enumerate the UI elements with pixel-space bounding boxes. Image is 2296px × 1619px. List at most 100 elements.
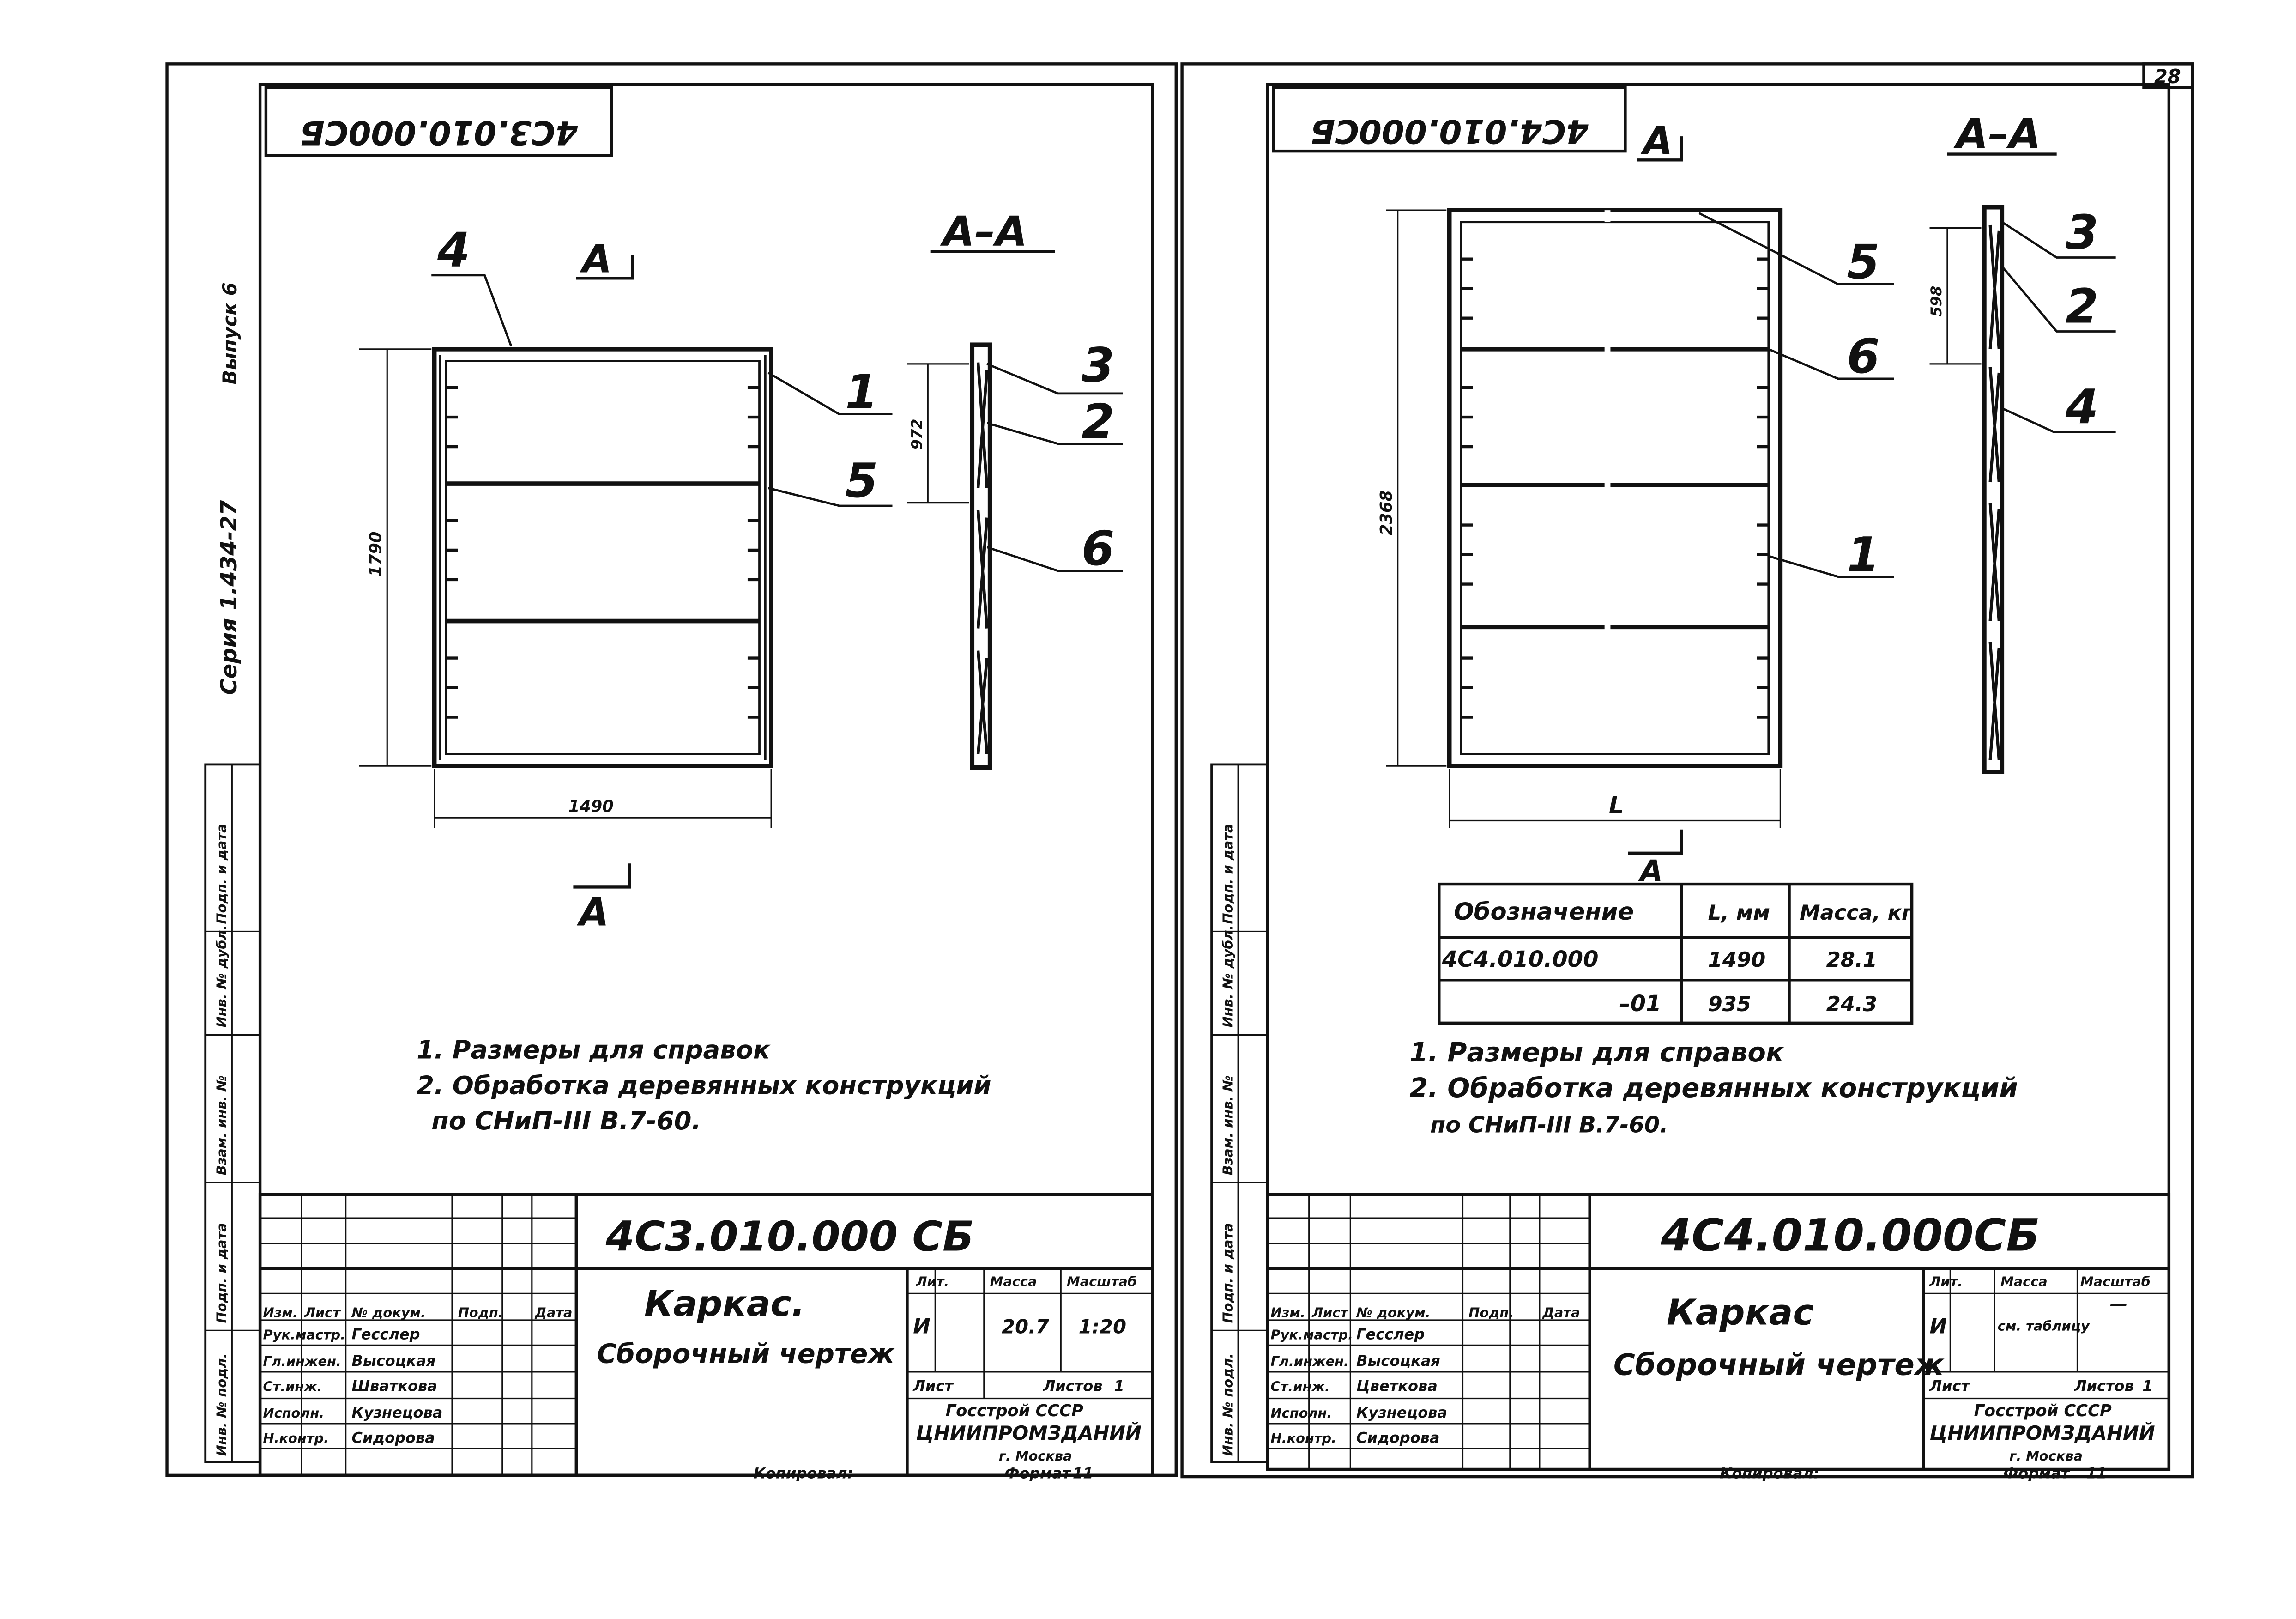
right-outer-frame <box>1180 62 2194 1479</box>
left-mass-value: 20.7 <box>1002 1316 1049 1338</box>
right-sheet: 28 4С4.010.000СБ Инв. № подл. Подп. и да… <box>1180 62 2194 1482</box>
left-role-4: Исполн. <box>263 1405 325 1421</box>
left-callout-1: 1 <box>845 365 878 420</box>
table-header-designation: Обозначение <box>1454 898 1634 926</box>
left-hdr-list: Лист <box>304 1305 341 1321</box>
right-org-1: Госстрой СССР <box>1974 1401 2112 1420</box>
left-title-name: Каркас. <box>644 1283 805 1324</box>
left-name-5: Сидорова <box>351 1429 435 1446</box>
left-stamp-label-1: Инв. № подл. <box>214 1353 230 1456</box>
right-sheet-label: Лист <box>1929 1377 1971 1395</box>
left-note-3: по СНиП-III В.7-60. <box>431 1106 701 1135</box>
left-org-3: г. Москва <box>999 1448 1072 1464</box>
right-scale-label: Масштаб <box>2080 1273 2151 1289</box>
right-sheets-value: 1 <box>2142 1377 2152 1395</box>
left-callout-6: 6 <box>1082 521 1114 576</box>
left-section-view: 972 <box>907 342 992 770</box>
left-stamp-label-5: Подп. и дата <box>214 824 230 924</box>
left-callout-5: 5 <box>845 454 878 509</box>
left-dim-section: 972 <box>908 419 925 450</box>
left-section-mark-bottom: А <box>576 890 609 935</box>
left-mass-label: Масса <box>990 1273 1037 1289</box>
left-stamp-label-3: Взам. инв. № <box>214 1075 230 1175</box>
right-stamp-label-5: Подп. и дата <box>1220 824 1235 924</box>
right-inner-frame <box>1266 83 2171 1471</box>
left-role-1: Рук.мастр. <box>263 1327 346 1343</box>
right-role-5: Н.контр. <box>1271 1430 1336 1446</box>
left-hdr-izm: Изм. <box>263 1305 298 1321</box>
right-dim-width: L <box>1609 791 1624 819</box>
left-role-5: Н.контр. <box>263 1430 329 1446</box>
left-lit-label: Лит. <box>916 1273 949 1289</box>
left-scale-value: 1:20 <box>1079 1316 1126 1338</box>
table-header-mass: Масса, кг <box>1800 900 1913 925</box>
right-hdr-list: Лист <box>1311 1305 1349 1321</box>
left-org-2: ЦНИИПРОМЗДАНИЙ <box>916 1422 1142 1444</box>
table-row-2-designation: –01 <box>1619 991 1662 1017</box>
left-sheet: 4С3.010.000СБ Серия 1.434-27 Выпуск 6 Ин… <box>165 62 1178 1482</box>
right-side-stamp: Инв. № подл. Подп. и дата Взам. инв. № И… <box>1210 763 1269 1463</box>
left-callout-4: 4 <box>437 223 470 278</box>
left-series-text: Серия 1.434-27 <box>216 500 242 695</box>
left-hdr-date: Дата <box>534 1305 572 1321</box>
right-org-3: г. Москва <box>2009 1448 2083 1464</box>
right-role-4: Исполн. <box>1271 1405 1332 1421</box>
right-title-subtitle: Сборочный чертеж <box>1613 1348 1945 1382</box>
left-sheets-label: Листов <box>1043 1377 1103 1395</box>
right-callout-3: 3 <box>2066 205 2098 260</box>
left-stamp-label-4: Инв. № дубл. <box>214 925 230 1028</box>
right-dim-height: 2368 <box>1377 490 1396 535</box>
right-section-mark-top: А <box>1640 119 1673 164</box>
left-title-subtitle: Сборочный чертеж <box>597 1339 895 1370</box>
left-hdr-sign: Подп. <box>458 1305 503 1321</box>
right-designation: 4С4.010.000СБ <box>1660 1210 2040 1261</box>
right-dim-section: 598 <box>1927 286 1945 317</box>
right-callout-1: 1 <box>1847 528 1879 582</box>
right-section-title: А–А <box>1953 110 2041 158</box>
left-org-1: Госстрой СССР <box>946 1401 1083 1420</box>
left-outer-frame <box>165 62 1178 1477</box>
left-dim-height: 1790 <box>366 532 385 577</box>
right-role-1: Рук.мастр. <box>1271 1327 1353 1343</box>
left-callout-3: 3 <box>1082 338 1114 393</box>
right-note-3: по СНиП-III В.7-60. <box>1430 1112 1668 1138</box>
right-role-2: Гл.инжен. <box>1271 1353 1349 1369</box>
right-mass-value: см. таблицу <box>1998 1318 2090 1334</box>
left-format-label: Формат <box>1005 1464 1072 1482</box>
left-name-4: Кузнецова <box>351 1404 442 1421</box>
right-lit-label: Лит. <box>1929 1273 1963 1289</box>
table-row-1-length: 1490 <box>1708 947 1766 972</box>
left-role-3: Ст.инж. <box>263 1378 322 1394</box>
right-copied: Копировал: <box>1720 1464 1819 1482</box>
right-name-5: Сидорова <box>1356 1429 1439 1446</box>
table-row-2-mass: 24.3 <box>1826 992 1878 1016</box>
right-format-value: 11 <box>2086 1464 2107 1482</box>
right-hdr-sign: Подп. <box>1468 1305 1514 1321</box>
right-code-box <box>1272 86 1627 153</box>
right-title-block: 4С4.010.000СБ Каркас Сборочный чертеж Из… <box>1266 1193 2171 1471</box>
right-lit-value: И <box>1930 1314 1947 1339</box>
page-number-box <box>2142 62 2194 89</box>
left-callout-2: 2 <box>1082 394 1114 449</box>
right-org-2: ЦНИИПРОМЗДАНИЙ <box>1930 1422 2155 1444</box>
right-name-2: Высоцкая <box>1356 1352 1440 1370</box>
right-hdr-date: Дата <box>1542 1305 1580 1321</box>
left-lit-value: И <box>913 1314 930 1339</box>
left-front-view: 1790 1490 <box>359 347 773 828</box>
right-note-2: 2. Обработка деревянных конструкций <box>1409 1073 2018 1104</box>
right-scale-value: — <box>2110 1294 2127 1315</box>
table-row-2-length: 935 <box>1708 992 1751 1016</box>
left-scale-label: Масштаб <box>1067 1273 1137 1289</box>
right-stamp-label-2: Подп. и дата <box>1220 1223 1235 1323</box>
left-side-stamp: Инв. № подл. Подп. и дата Взам. инв. № И… <box>204 763 261 1463</box>
left-title-block: 4С3.010.000 СБ Каркас. Сборочный чертеж … <box>258 1193 1154 1477</box>
right-name-4: Кузнецова <box>1356 1404 1447 1421</box>
right-name-3: Цветкова <box>1356 1377 1438 1395</box>
left-name-3: Шваткова <box>351 1377 437 1395</box>
left-name-2: Высоцкая <box>351 1352 435 1370</box>
right-mass-label: Масса <box>2000 1273 2048 1289</box>
right-stamp-label-1: Инв. № подл. <box>1220 1353 1235 1456</box>
right-role-3: Ст.инж. <box>1271 1378 1330 1394</box>
right-stamp-label-4: Инв. № дубл. <box>1220 925 1235 1028</box>
